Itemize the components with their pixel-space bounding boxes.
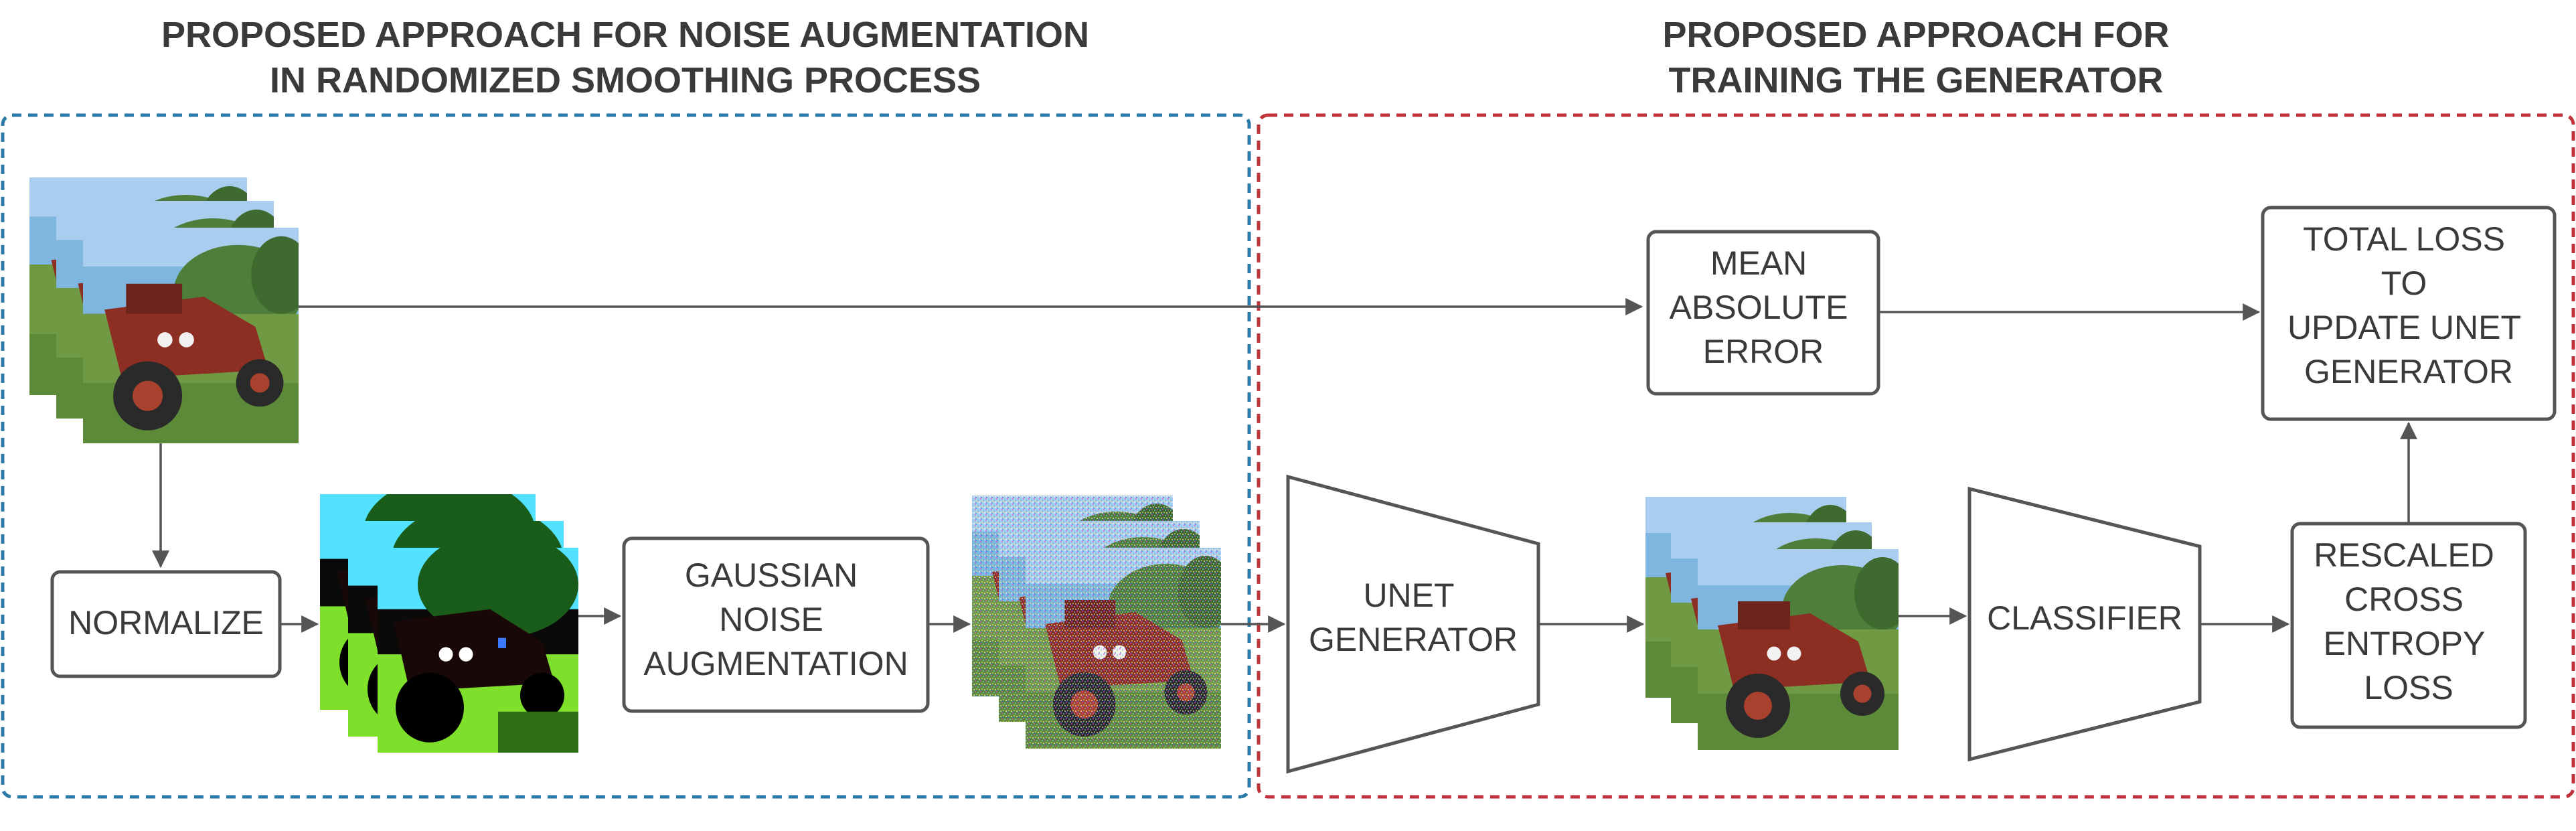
left-title-line1: PROPOSED APPROACH FOR NOISE AUGMENTATION xyxy=(161,15,1089,55)
cross-entropy-label: RESCALED CROSS ENTROPY LOSS xyxy=(2314,536,2503,706)
mae-label: MEAN ABSOLUTE ERROR xyxy=(1670,244,1858,370)
gaussian-noise-label: GAUSSIAN NOISE AUGMENTATION xyxy=(643,556,908,682)
classifier-shape xyxy=(1967,486,2202,762)
total-loss-label: TOTAL LOSS TO UPDATE UNET GENERATOR xyxy=(2287,220,2530,390)
image-stack-original xyxy=(29,177,299,443)
classifier-label: CLASSIFIER xyxy=(1987,599,2182,637)
left-section-border xyxy=(1,113,1251,799)
total-loss-box xyxy=(2261,206,2557,421)
right-title-line2: TRAINING THE GENERATOR xyxy=(1668,60,2163,100)
unet-generator-label: UNET GENERATOR xyxy=(1309,577,1518,658)
image-stack-noisy xyxy=(972,496,1221,749)
image-stack-reconstructed xyxy=(1645,497,1899,750)
left-title-line2: IN RANDOMIZED SMOOTHING PROCESS xyxy=(270,60,981,100)
right-title-line1: PROPOSED APPROACH FOR xyxy=(1662,15,2169,55)
normalize-label: NORMALIZE xyxy=(68,604,264,641)
right-section-border xyxy=(1257,113,2575,799)
image-stack-normalized xyxy=(320,494,578,753)
unet-generator-shape xyxy=(1286,474,1540,774)
